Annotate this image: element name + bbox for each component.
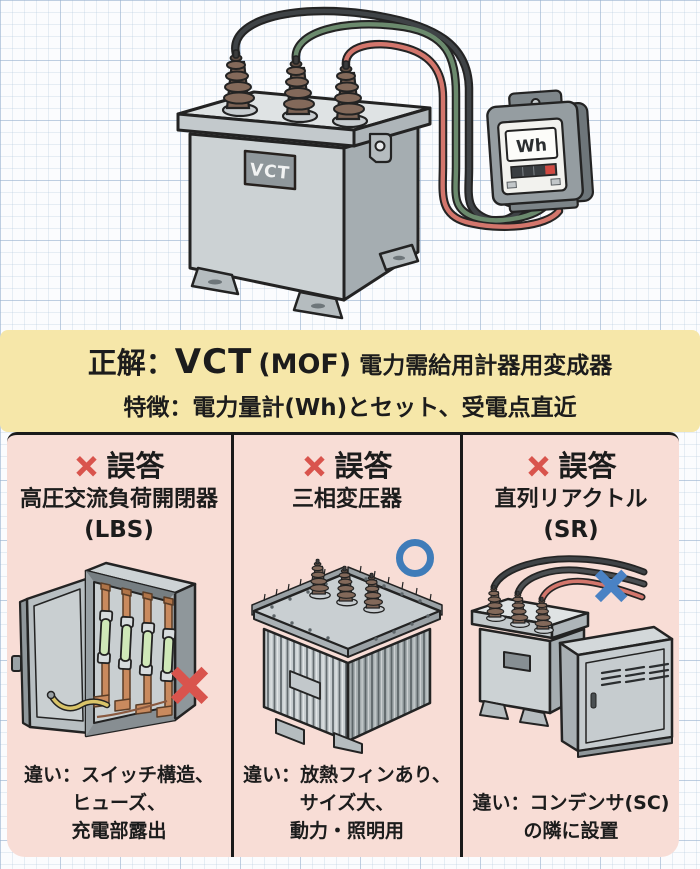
earth-wire [46,690,111,712]
column-title: 直列リアクトル [494,487,648,512]
wrong-x-icon: × [73,447,100,485]
capacitor-cabinet [558,625,674,758]
wrong-x-icon: × [301,447,328,485]
note-line: サイズ大、 [299,791,395,814]
correct-circle-mark [396,539,434,577]
answer-line: 正解： VCT (MOF) 電力需給用計器用変成器 [88,340,612,382]
lbs-illustration [11,561,197,738]
note-line: 違い：放熱フィンあり、 [243,763,451,786]
column-title: 三相変圧器 [291,487,402,512]
answer-prefix: 正解： [87,346,175,380]
wire-red [343,42,562,229]
plate-bolts [270,577,430,641]
note-line: 違い：コンデンサ(SC) [472,791,670,814]
wrong-header: ×誤答 [525,447,617,485]
louvers [600,662,670,687]
answer-main: VCT [174,342,253,382]
wrong-header: ×誤答 [301,447,393,485]
wrong-x-icon: × [525,447,552,485]
note-line: ヒューズ、 [71,791,167,814]
vct-transformer-body: VCT [176,90,432,320]
wh-meter: Wh [486,89,594,213]
wrong-answers-panel: ×誤答 高圧交流負荷開閉器 (LBS) [7,432,679,857]
nameplate [289,670,321,700]
reactor-nameplate [503,651,531,672]
fuses [96,609,177,683]
top-plate [252,571,442,658]
note-line: 違い：スイッチ構造、 [23,763,214,786]
wrong-x-mark: × [165,652,215,717]
note-line: 動力・照明用 [289,819,404,842]
note-line: の隣に設置 [523,819,619,842]
mounting-lug [368,132,393,164]
answer-description: 電力需給用計器用変成器 [359,353,613,379]
transformer-illustration-box [234,517,460,755]
reactor-wires [490,555,648,603]
column-title: 高圧交流負荷開閉器 [19,487,218,512]
column-reactor: ×誤答 直列リアクトル (SR) [463,435,679,857]
door-handle [590,692,597,709]
cabinet-door-outline [585,648,665,744]
wh-meter-label: Wh [516,135,548,157]
difference-notes: 違い：放熱フィンあり、 サイズ大、 動力・照明用 [243,761,451,845]
reactor-illustration-box: × [463,549,679,759]
wrong-x-mark: × [589,557,632,613]
note-line: 充電部露出 [71,819,167,842]
column-subtitle: (SR) [543,517,599,543]
column-lbs: ×誤答 高圧交流負荷開閉器 (LBS) [7,435,231,857]
vct-feet [190,243,420,320]
feature-line: 特徴：電力量計(Wh)とセット、受電点直近 [123,395,577,421]
answer-banner: 正解： VCT (MOF) 電力需給用計器用変成器 特徴：電力量計(Wh)とセッ… [0,330,700,432]
vct-nameplate-label: VCT [249,160,291,184]
vct-nameplate: VCT [243,149,297,191]
difference-notes: 違い：スイッチ構造、 ヒューズ、 充電部露出 [24,761,214,845]
vct-bushings [221,48,369,129]
difference-notes: 違い：コンデンサ(SC) の隣に設置 [473,789,670,845]
connection-wires [231,6,564,231]
wrong-label: 誤答 [334,449,393,483]
vct-meter-illustration: VCT Wh [176,6,594,320]
wrong-label: 誤答 [106,449,165,483]
transformer-illustration [251,558,443,754]
meter-register [510,162,558,179]
wrong-label: 誤答 [558,449,617,483]
cabinet-base [577,736,673,758]
bottom-wire [96,699,168,719]
answer-abbr: (MOF) [258,349,352,380]
reactor-illustration [470,555,674,758]
column-transformer: ×誤答 三相変圧器 [231,435,463,857]
transformer-feet [275,718,363,754]
wire-green [293,22,548,223]
column-subtitle: (LBS) [84,517,154,543]
wrong-header: ×誤答 [73,447,165,485]
lbs-illustration-box: × [7,549,231,759]
